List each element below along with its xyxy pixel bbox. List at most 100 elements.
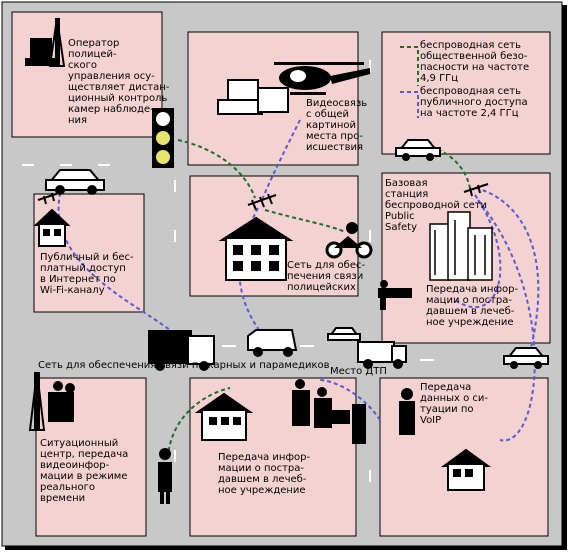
public-link-car-truck xyxy=(57,185,171,331)
label-line: давшем в лечеб- xyxy=(218,474,307,485)
rescue-team-icon xyxy=(292,379,366,444)
house-icon-left xyxy=(33,208,71,247)
traffic-light-icon xyxy=(152,108,174,168)
legend-security-line xyxy=(400,46,419,86)
label-line: Wi-Fi-каналу xyxy=(40,285,105,296)
label-line: Safety xyxy=(385,222,417,233)
car-icon-small xyxy=(327,327,361,341)
label-line: Передача инфор- xyxy=(426,284,518,295)
label-line: центр, передача xyxy=(40,449,128,460)
label-line: беспроводная сеть xyxy=(420,40,521,51)
label-line: времени xyxy=(40,493,85,504)
label-line: в Интернет по xyxy=(40,274,116,285)
label-line: места про- xyxy=(306,131,363,142)
satellite-antenna-icon-base xyxy=(463,183,489,197)
label-line: ществляет дистан- xyxy=(68,82,170,93)
cctv-tower-icon xyxy=(25,17,66,67)
label-dtp: Место ДТП xyxy=(330,366,387,377)
public-link-helicopter-video xyxy=(261,119,301,201)
block-top-left xyxy=(11,11,163,138)
label-line: Ситуационный xyxy=(40,438,118,449)
public-link-base-voip xyxy=(477,199,536,442)
label-line: Передача инфор- xyxy=(218,452,310,463)
monitor-equipment-icon xyxy=(217,79,289,115)
label-line: беспроводной сети xyxy=(385,200,487,211)
label-line: мации о постра- xyxy=(426,295,512,306)
label-line: давшем в лечеб- xyxy=(426,306,515,317)
label-line: исшествия xyxy=(306,142,363,153)
label-line: общественной безо- xyxy=(420,51,528,62)
label-line: платный доступ xyxy=(40,263,126,274)
satellite-antenna-icon-left xyxy=(37,191,63,205)
label-line: Оператор xyxy=(68,38,119,49)
label-line: Сеть для обес- xyxy=(287,260,365,271)
label-line: полицей- xyxy=(68,49,117,60)
label-line: картиной xyxy=(306,120,356,131)
label-patient-info-center: Передача инфор-мации о постра-давшем в л… xyxy=(218,452,310,496)
fire-truck-icon xyxy=(148,330,215,371)
label-line: камер наблюде- xyxy=(68,104,154,115)
satellite-antenna-icon xyxy=(247,193,277,211)
label-line: 4,9 ГГц xyxy=(420,73,458,84)
security-link-team-officer xyxy=(167,387,231,459)
tower-antenna-icon xyxy=(28,371,46,431)
label-line: ния xyxy=(68,115,87,126)
label-line: Публичный и бес- xyxy=(40,252,134,263)
label-line: с общей xyxy=(306,109,349,120)
label-line: на частоте 2,4 ГГц xyxy=(420,108,519,119)
label-line: VoIP xyxy=(420,415,441,426)
label-line: станция xyxy=(385,189,428,200)
skyscrapers-icon xyxy=(429,211,493,281)
motorcycle-icon xyxy=(325,222,373,259)
police-car-icon-right xyxy=(395,139,441,161)
label-line: видеоинфор- xyxy=(40,460,110,471)
legend-public-line xyxy=(400,91,419,118)
helicopter-icon xyxy=(274,62,370,95)
house-icon-center xyxy=(194,392,254,441)
label-line: ционный контроль xyxy=(68,93,167,104)
label-line: данных о си- xyxy=(420,393,488,404)
label-line: Базовая xyxy=(385,178,427,189)
label-line: ского xyxy=(68,60,97,71)
label-line: туации по xyxy=(420,404,474,415)
public-link-base-patient xyxy=(454,194,502,308)
label-line: Видеосвязь xyxy=(306,98,367,109)
voip-officer-icon xyxy=(399,388,415,435)
label-fire-paramedic-network: Сеть для обеспечения связи пожарных и па… xyxy=(38,360,330,371)
label-line: печения связи xyxy=(287,271,363,282)
police-car-icon-top xyxy=(45,169,105,195)
dispatchers-icon xyxy=(48,381,75,422)
label-line: ное учреждение xyxy=(218,485,306,496)
label-line: мации в режиме xyxy=(40,471,127,482)
label-line: ное учреждение xyxy=(426,317,514,328)
label-line: полицейских xyxy=(287,282,356,293)
label-line: мации о постра- xyxy=(218,463,304,474)
label-line: управления осу- xyxy=(68,71,155,82)
police-officer-icon xyxy=(158,448,172,504)
police-car-icon-east xyxy=(503,347,549,369)
label-patient-info-right: Передача инфор-мации о постра-давшем в л… xyxy=(426,284,518,328)
ambulance-icon xyxy=(247,329,298,357)
label-line: реального xyxy=(40,482,95,493)
label-line: публичного доступа xyxy=(420,97,528,108)
apartment-building-icon xyxy=(218,216,294,281)
label-line: Public xyxy=(385,211,415,222)
rescue-stretcher-icon xyxy=(378,280,412,310)
label-line: пасности на частоте xyxy=(420,62,529,73)
security-link-antenna-motorcycle xyxy=(264,209,346,233)
label-line: беспроводная сеть xyxy=(420,86,521,97)
house-icon-right xyxy=(440,448,492,491)
public-link-team-fire xyxy=(319,379,381,421)
label-line: Передача xyxy=(420,382,471,393)
van-icon xyxy=(357,341,407,369)
